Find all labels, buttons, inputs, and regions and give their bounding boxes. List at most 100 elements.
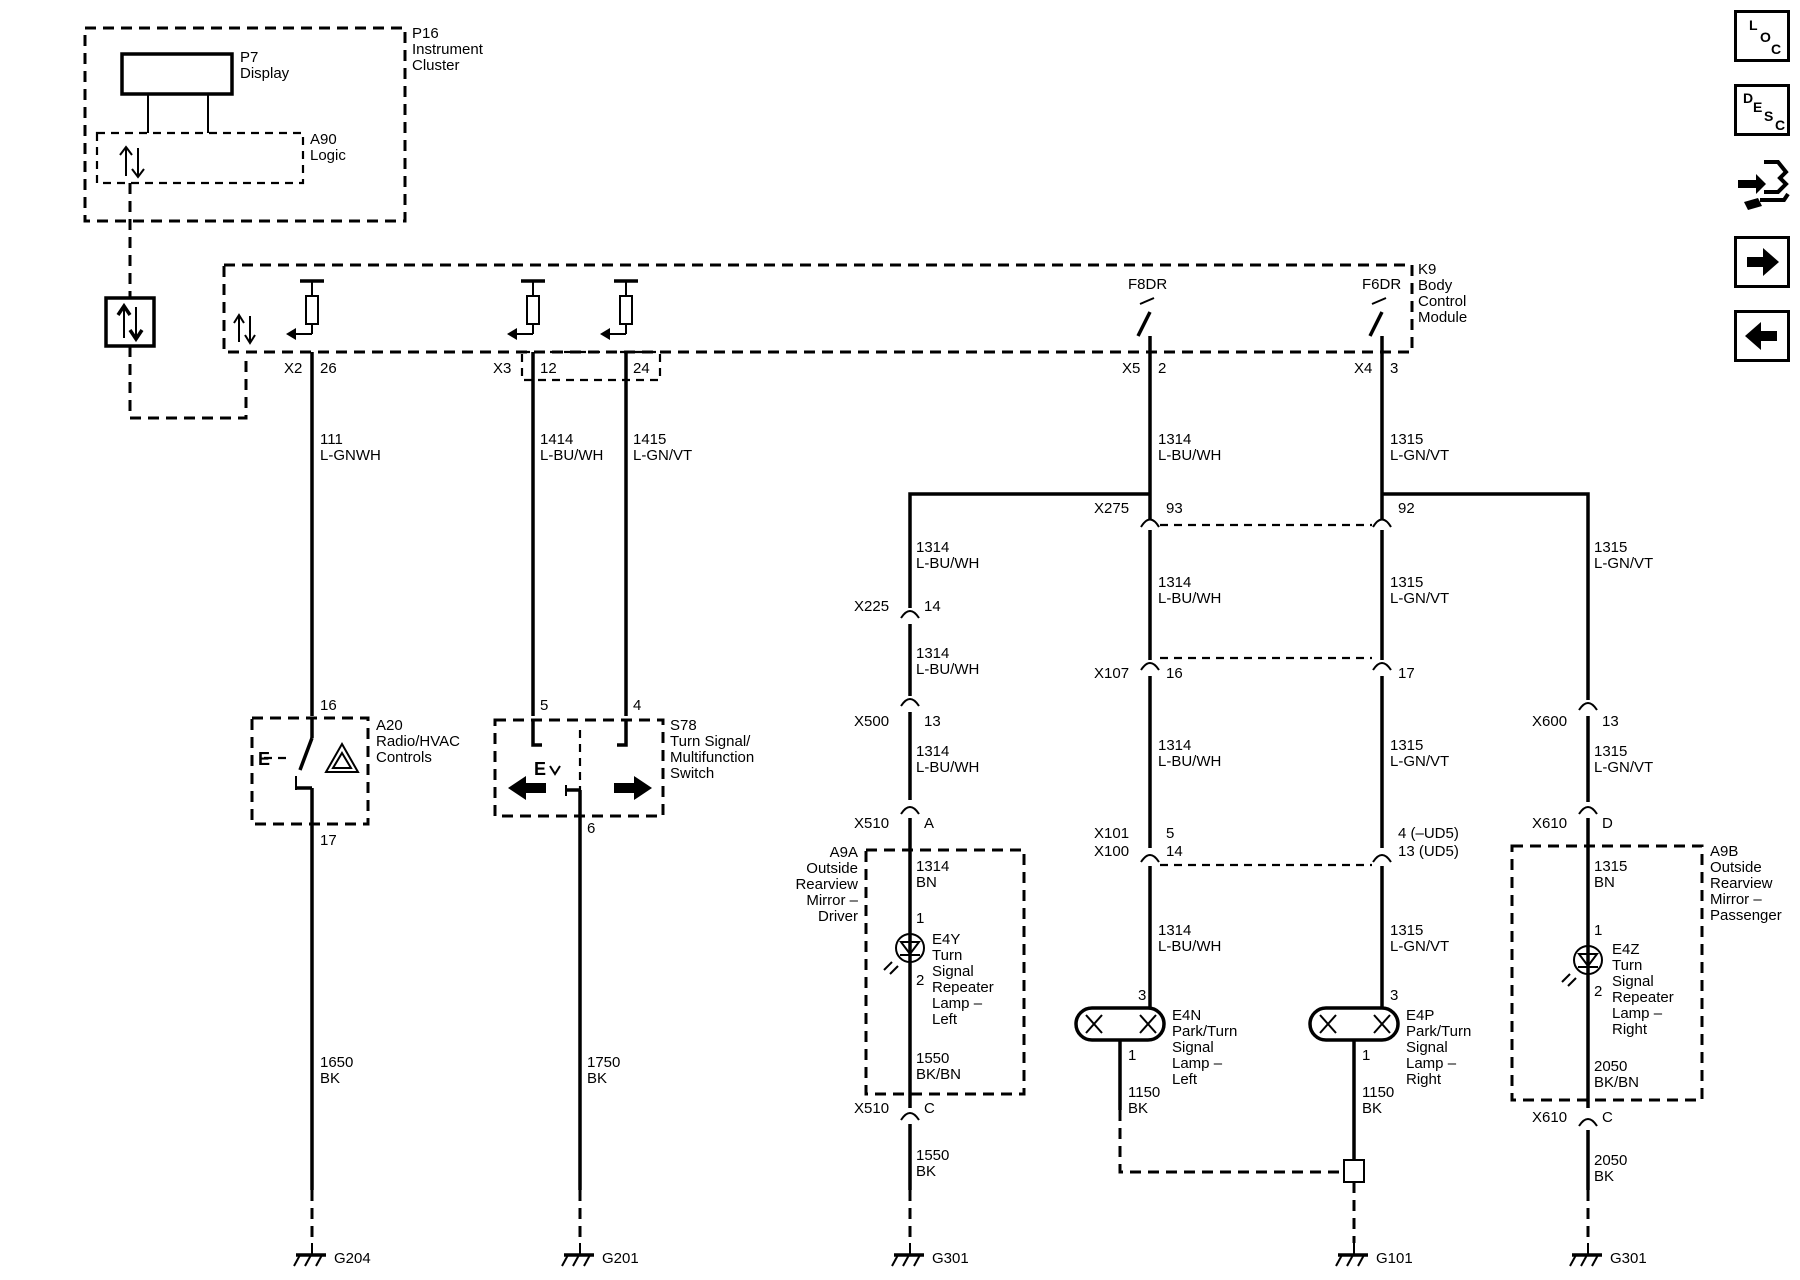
k9-label-2: Control <box>1418 293 1466 310</box>
serial-data-link <box>104 183 248 420</box>
e4p-pin-1: 1 <box>1362 1047 1370 1064</box>
x100-pin-13: 13 (UD5) <box>1398 843 1459 860</box>
ground-g301-driver: G301 <box>891 1243 969 1267</box>
a9b-outside-mirror-passenger[interactable]: A9B Outside Rearview Mirror – Passenger … <box>1510 843 1782 1102</box>
wire-1315-number-top: 1315 <box>1390 431 1423 448</box>
driver-mirror-branch[interactable]: 1314 L-BU/WH X225 14 1314 L-BU/WH X500 1… <box>854 539 979 1108</box>
wire-1315-x107-color: L-GN/VT <box>1390 753 1449 770</box>
wire-1315-branch-number: 1315 <box>1594 539 1627 556</box>
wire-1414-number: 1414 <box>540 431 573 448</box>
desc-letter-s: S <box>1764 108 1774 124</box>
circuit-1314-trunk[interactable]: 1314 L-BU/WH <box>908 336 1221 608</box>
s78-label-3: Switch <box>670 765 714 782</box>
p7-id: P7 <box>240 49 258 66</box>
e4p-label-1: Park/Turn <box>1406 1023 1471 1040</box>
connector-x610-c[interactable]: X610 C 2050 BK <box>1532 1109 1627 1243</box>
a9a-outside-mirror-driver[interactable]: A9A Outside Rearview Mirror – Driver 131… <box>795 844 1026 1096</box>
x3-pin-24-label: 24 <box>633 360 650 377</box>
location-button[interactable]: L O C <box>1734 10 1790 62</box>
x4-pin-label: 3 <box>1390 360 1398 377</box>
x101-label: X101 <box>1094 825 1129 842</box>
a20-pin-top: 16 <box>320 697 337 714</box>
circuit-1415[interactable]: 1415 L-GN/VT <box>624 352 692 716</box>
x275-label: X275 <box>1094 500 1129 517</box>
description-button[interactable]: D E S C <box>1734 84 1790 136</box>
a9b-id: A9B <box>1710 843 1738 860</box>
wire-1315-x600-number: 1315 <box>1594 743 1627 760</box>
a9b-label-3: Mirror – <box>1710 891 1762 908</box>
hazard-triangle-icon <box>324 741 360 773</box>
next-page-button[interactable] <box>1734 236 1790 288</box>
a9b-label-1: Outside <box>1710 859 1762 876</box>
x225-label: X225 <box>854 598 889 615</box>
connector-view-button[interactable] <box>1734 156 1790 210</box>
e4z-pin-2: 2 <box>1594 983 1602 1000</box>
wire-1415-color: L-GN/VT <box>633 447 692 464</box>
s78-label-2: Multifunction <box>670 749 754 766</box>
connector-x510-c[interactable]: X510 C 1550 BK <box>854 1100 949 1243</box>
turn-signal-switch-contacts: E <box>531 720 628 816</box>
e4p-park-turn-lamp-right[interactable]: 3 1 E4P Park/Turn Signal Lamp – Right <box>1308 987 1471 1088</box>
connector-x275[interactable]: X275 93 92 <box>1094 500 1415 528</box>
x107-pin-16: 16 <box>1166 665 1183 682</box>
k9-body-control-module[interactable]: K9 Body Control Module <box>222 261 1467 382</box>
e4z-label-3: Repeater <box>1612 989 1674 1006</box>
loc-letter-l: L <box>1749 17 1758 33</box>
e4y-label-5: Left <box>932 1011 958 1028</box>
wire-1315-x101-number: 1315 <box>1390 922 1423 939</box>
ground-g201-label: G201 <box>602 1250 639 1267</box>
e4z-label-5: Right <box>1612 1021 1648 1038</box>
wire-1650-number: 1650 <box>320 1054 353 1071</box>
a20-radio-hvac-controls[interactable]: A20 Radio/HVAC Controls 16 17 E <box>250 697 460 849</box>
passenger-mirror-branch[interactable]: 1315 L-GN/VT X600 13 1315 L-GN/VT X610 D <box>1532 539 1653 1108</box>
circuit-1414[interactable]: 1414 L-BU/WH <box>531 352 603 716</box>
desc-letter-e: E <box>1753 99 1763 115</box>
p7-display-box <box>120 52 234 96</box>
e4n-pin-3: 3 <box>1138 987 1146 1004</box>
x5-pin-label: 2 <box>1158 360 1166 377</box>
right-park-turn-branch[interactable]: 1315 L-GN/VT 17 1315 L-GN/VT 4 (–UD5) 13… <box>1160 530 1459 1008</box>
p16-instrument-cluster[interactable]: P16 Instrument Cluster P7 Display A90 Lo… <box>83 25 484 223</box>
circuit-1315-trunk[interactable]: 1315 L-GN/VT <box>1380 336 1590 700</box>
e4n-park-turn-lamp-left[interactable]: 3 1 E4N Park/Turn Signal Lamp – Left <box>1074 987 1237 1088</box>
e4n-label-4: Left <box>1172 1071 1198 1088</box>
wire-1314-x225-color: L-BU/WH <box>916 661 979 678</box>
x4-connector-label: X4 <box>1354 360 1372 377</box>
wire-1315-x101-color: L-GN/VT <box>1390 938 1449 955</box>
e4y-label-4: Lamp – <box>932 995 983 1012</box>
x500-label: X500 <box>854 713 889 730</box>
x100-label: X100 <box>1094 843 1129 860</box>
x4-driver-label: F6DR <box>1362 276 1401 293</box>
arrow-left-icon <box>1745 322 1777 350</box>
desc-letter-d: D <box>1743 90 1754 106</box>
e4n-label-2: Signal <box>1172 1039 1214 1056</box>
wire-1314-x107-color: L-BU/WH <box>1158 753 1221 770</box>
wire-1315-x107-number: 1315 <box>1390 737 1423 754</box>
e4n-pin-1: 1 <box>1128 1047 1136 1064</box>
previous-page-button[interactable] <box>1734 310 1790 362</box>
x107-label: X107 <box>1094 665 1129 682</box>
wire-1314-x107-number: 1314 <box>1158 737 1191 754</box>
s78-pin-4: 4 <box>633 697 641 714</box>
left-park-turn-branch[interactable]: 1314 L-BU/WH X107 16 1314 L-BU/WH X101 X… <box>1094 530 1221 1008</box>
k9-label-1: Body <box>1418 277 1453 294</box>
a20-label-1: Radio/HVAC <box>376 733 460 750</box>
e4n-label-3: Lamp – <box>1172 1055 1223 1072</box>
p16-id: P16 <box>412 25 439 42</box>
wire-1314-x101-number: 1314 <box>1158 922 1191 939</box>
e4p-label-2: Signal <box>1406 1039 1448 1056</box>
arrow-right-icon <box>1747 248 1779 276</box>
loc-letter-o: O <box>1760 29 1771 45</box>
wire-1314-color-top: L-BU/WH <box>1158 447 1221 464</box>
driver-switch-f6dr <box>1368 297 1387 337</box>
p16-label-1: Instrument <box>412 41 484 58</box>
s78-pin-6: 6 <box>587 820 595 837</box>
s78-turn-signal-switch[interactable]: S78 Turn Signal/ Multifunction Switch 5 … <box>493 697 754 837</box>
x5-driver-label: F8DR <box>1128 276 1167 293</box>
wire-1314-bn-color: BN <box>916 874 937 891</box>
circuit-111[interactable]: 111 L-GNWH <box>310 352 381 716</box>
a9a-label-4: Driver <box>818 908 858 925</box>
x510-pin: A <box>924 815 934 832</box>
wire-1150-right-number: 1150 <box>1362 1084 1394 1101</box>
